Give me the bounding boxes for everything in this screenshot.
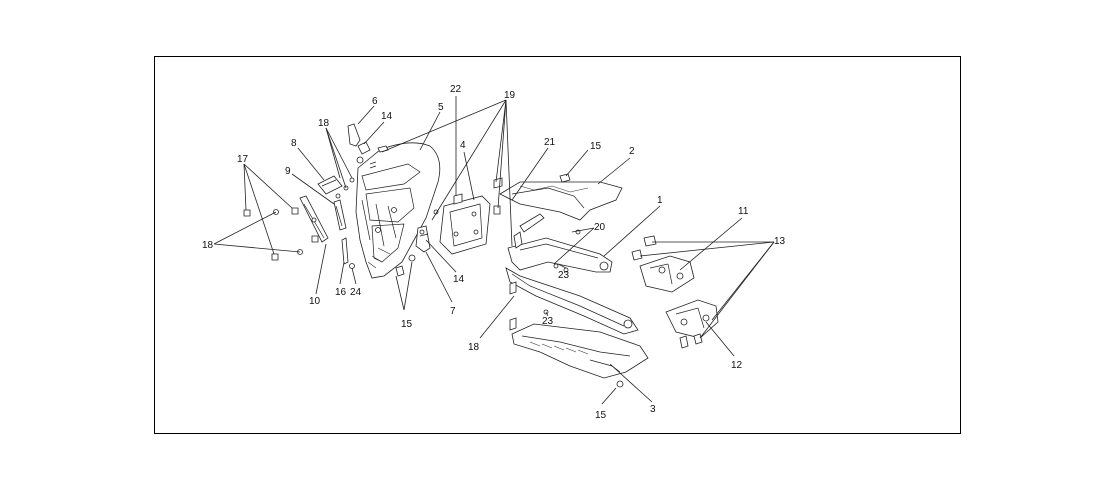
callout-label: 18 — [468, 342, 480, 353]
callout-label: 18 — [202, 240, 214, 251]
part-side-bar — [299, 195, 329, 243]
callout-label: 5 — [438, 102, 444, 113]
callout-label: 13 — [774, 236, 786, 247]
callout-label: 7 — [450, 306, 456, 317]
callout-labels: 1 2 3 4 5 6 7 8 9 10 11 12 13 14 14 15 1… — [202, 84, 786, 421]
part-clip — [415, 225, 431, 253]
callout-label: 3 — [650, 404, 656, 415]
diagram-frame — [154, 56, 961, 434]
callout-label: 8 — [291, 138, 297, 149]
callout-label: 16 — [335, 287, 347, 298]
callout-label: 9 — [285, 166, 291, 177]
part-small-bracket — [347, 123, 389, 169]
leader-lines — [213, 96, 775, 405]
callout-label: 19 — [504, 90, 516, 101]
part-front-cover — [355, 142, 441, 279]
part-rear-bracket-upper — [631, 235, 695, 293]
part-misc-fasteners — [433, 209, 581, 331]
part-rear-bracket-lower — [665, 299, 719, 349]
callout-label: 2 — [629, 146, 635, 157]
callout-label: 24 — [350, 287, 362, 298]
callout-label: 11 — [738, 206, 749, 217]
callout-label: 4 — [460, 140, 466, 151]
callout-label: 18 — [318, 118, 330, 129]
callout-label: 15 — [590, 141, 602, 152]
parts-drawing — [243, 123, 719, 388]
callout-label: 15 — [595, 410, 607, 421]
part-left-brackets — [317, 175, 355, 231]
part-left-screws — [243, 207, 319, 261]
callout-label: 23 — [558, 270, 570, 281]
callout-label: 1 — [657, 195, 663, 206]
callout-label: 14 — [453, 274, 465, 285]
callout-label: 6 — [372, 96, 378, 107]
callout-label: 20 — [594, 222, 606, 233]
callout-label: 12 — [731, 360, 743, 371]
part-lower-cover — [511, 323, 649, 388]
callout-label: 10 — [309, 296, 321, 307]
callout-label: 17 — [237, 154, 249, 165]
callout-label: 23 — [542, 316, 554, 327]
part-panel — [439, 177, 503, 255]
callout-label: 21 — [544, 137, 556, 148]
callout-label: 22 — [450, 84, 462, 95]
part-frame-rail — [505, 213, 639, 335]
callout-label: 15 — [401, 319, 413, 330]
part-upper-cover — [499, 173, 623, 221]
callout-label: 14 — [381, 111, 393, 122]
